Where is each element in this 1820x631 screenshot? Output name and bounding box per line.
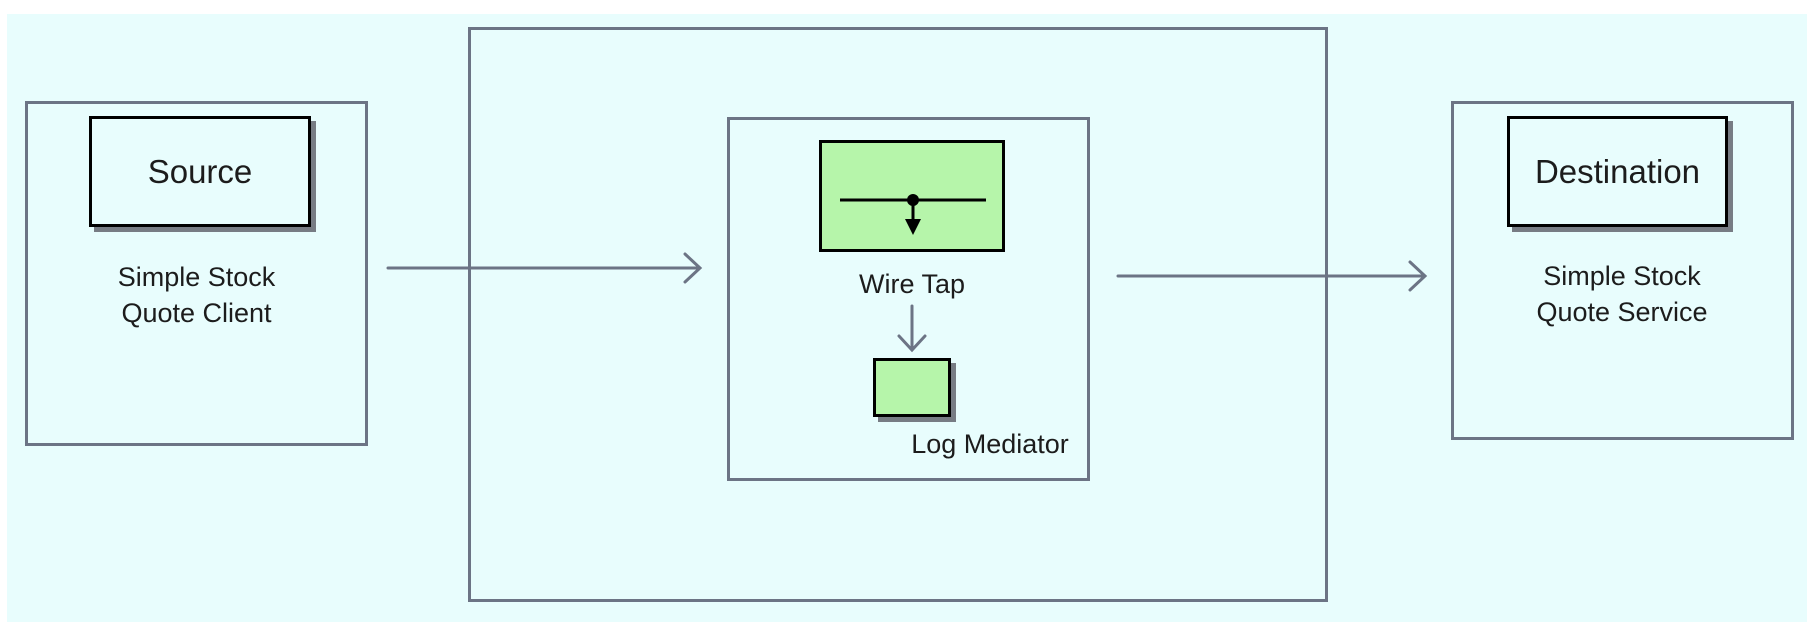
source-label: Source xyxy=(147,152,253,190)
destination-caption-line1: Simple Stock xyxy=(1543,261,1701,291)
diagram-canvas xyxy=(7,14,1807,622)
log-mediator-icon[interactable] xyxy=(873,358,951,417)
destination-node[interactable]: Destination xyxy=(1507,116,1728,227)
destination-frame xyxy=(1451,101,1794,440)
source-caption-line2: Quote Client xyxy=(121,298,272,328)
arrow-source-to-sequence xyxy=(386,252,703,284)
wire-tap-icon xyxy=(840,194,986,235)
source-caption-line1: Simple Stock xyxy=(117,262,276,292)
source-frame xyxy=(25,101,368,446)
destination-caption-line2: Quote Service xyxy=(1536,297,1708,327)
destination-label: Destination xyxy=(1534,152,1701,190)
destination-caption: Simple Stock Quote Service xyxy=(1490,258,1754,330)
wire-tap-label: Wire Tap xyxy=(858,269,966,299)
arrow-sequence-to-destination xyxy=(1116,260,1428,292)
arrow-wiretap-to-log xyxy=(897,304,927,353)
sequence-frame xyxy=(727,117,1090,481)
log-mediator-label: Log Mediator xyxy=(911,429,1069,459)
proxy-frame xyxy=(468,27,1328,602)
source-node[interactable]: Source xyxy=(89,116,311,227)
source-caption: Simple Stock Quote Client xyxy=(68,259,325,331)
wire-tap-mediator[interactable] xyxy=(819,140,1005,252)
